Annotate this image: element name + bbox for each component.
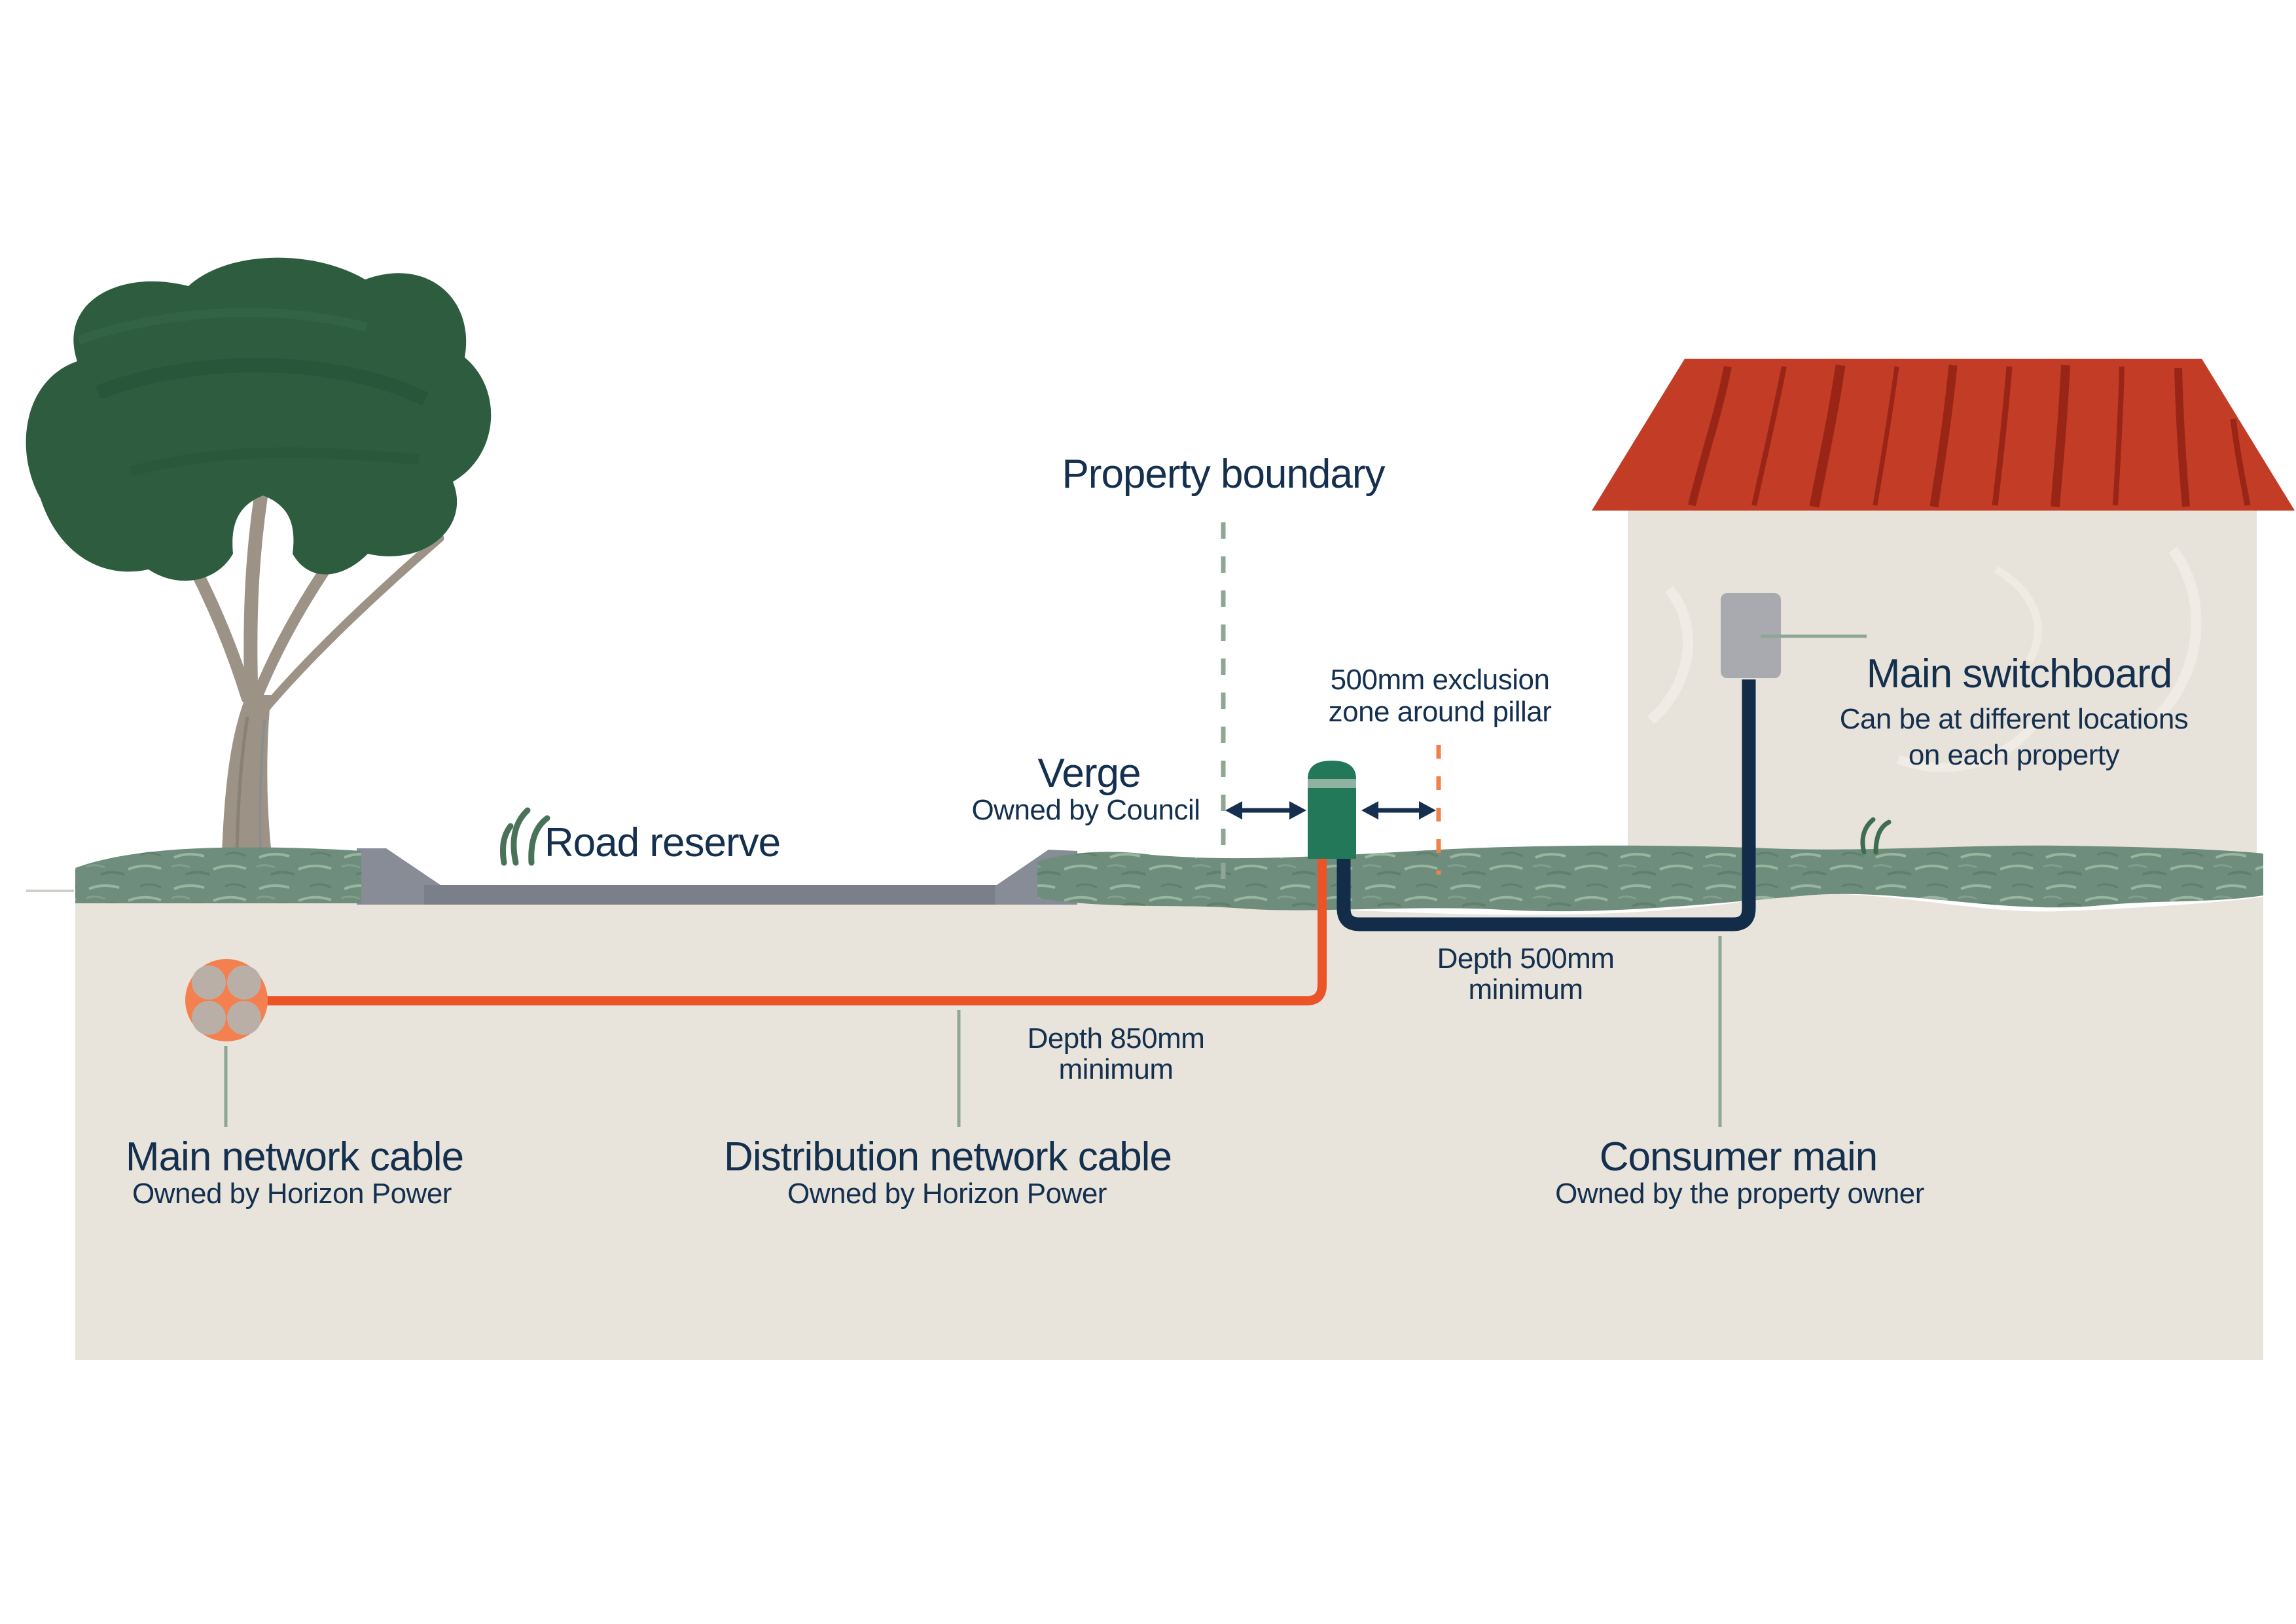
- main-switchboard-note-line1: Can be at different locations: [1840, 703, 2189, 735]
- grass-mound: [75, 847, 361, 903]
- pillar: [1308, 761, 1356, 859]
- main-switchboard-label: Main switchboard: [1867, 651, 2172, 696]
- verge-label: Verge: [1037, 751, 1140, 796]
- road-reserve-label: Road reserve: [545, 820, 780, 865]
- main-switchboard-note-line2: on each property: [1909, 739, 2120, 771]
- exclusion-zone-label-line1: 500mm exclusion: [1331, 664, 1550, 696]
- main-network-cable-owner: Owned by Horizon Power: [132, 1178, 452, 1210]
- underground-soil: [75, 880, 2263, 1360]
- depth-850-label-line1: Depth 850mm: [1028, 1022, 1205, 1055]
- distribution-cable: [267, 852, 1327, 1005]
- property-boundary-label: Property boundary: [1062, 452, 1385, 497]
- tree-canopy: [26, 257, 492, 581]
- depth-850-label-line2: minimum: [1059, 1053, 1174, 1085]
- consumer-main-owner: Owned by the property owner: [1555, 1178, 1924, 1210]
- house: [1592, 359, 2295, 878]
- depth-500-label-line1: Depth 500mm: [1437, 943, 1615, 975]
- consumer-main-cable: [1336, 679, 1756, 931]
- grass-tuft-tree: [499, 807, 550, 866]
- grass-tuft-house: [1860, 817, 1892, 855]
- exclusion-arrow-right: [1361, 801, 1436, 820]
- distribution-cable-label: Distribution network cable: [724, 1134, 1172, 1180]
- roof-texture: [1688, 364, 2251, 508]
- road-surface: [424, 885, 1000, 905]
- exclusion-arrow-left: [1225, 801, 1306, 820]
- main-network-cable-label: Main network cable: [126, 1134, 463, 1180]
- main-network-cable-icon: [185, 959, 268, 1041]
- consumer-main-label: Consumer main: [1600, 1134, 1878, 1180]
- distribution-cable-owner: Owned by Horizon Power: [787, 1178, 1107, 1210]
- verge-owner-label: Owned by Council: [971, 794, 1200, 826]
- house-wall: [1628, 511, 2257, 878]
- depth-500-label-line2: minimum: [1469, 973, 1583, 1005]
- main-switchboard-box: [1721, 593, 1781, 678]
- curb-left: [357, 848, 442, 905]
- exclusion-zone-label-line2: zone around pillar: [1329, 696, 1552, 728]
